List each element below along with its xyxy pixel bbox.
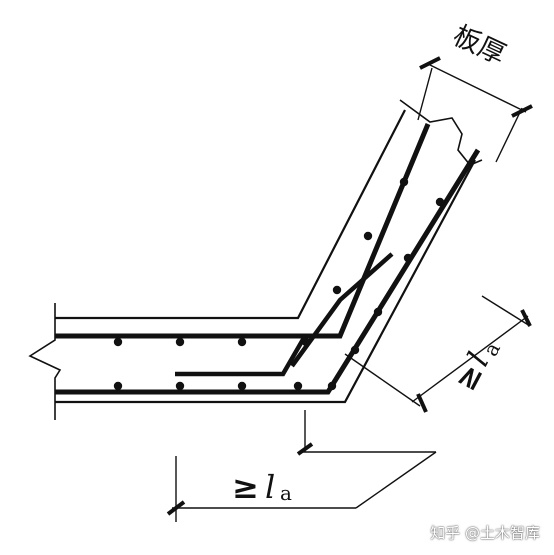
watermark: 知乎 @土木智库	[430, 524, 540, 542]
slab-bottom-face	[55, 159, 476, 404]
bar-dot	[293, 381, 303, 391]
bar-dot	[332, 285, 342, 295]
la-label-inclined: ≥ l a	[448, 338, 505, 396]
distribution-bars	[113, 177, 445, 391]
la-dimension-inclined	[344, 295, 532, 413]
bar-dot	[350, 345, 360, 355]
la-dimension-horizontal	[166, 410, 437, 522]
bar-dot	[399, 177, 409, 187]
additional-bar-horizontal	[175, 334, 307, 377]
ge-symbol: ≥	[232, 468, 259, 506]
bar-dot	[113, 337, 123, 347]
l-symbol: l	[265, 468, 275, 506]
bar-dot	[373, 307, 383, 317]
bar-dot	[175, 381, 185, 391]
top-break-line	[399, 99, 483, 166]
bar-dot	[327, 381, 337, 391]
bar-dot	[237, 337, 247, 347]
left-break-line	[28, 303, 62, 420]
bar-dot	[237, 381, 247, 391]
bar-dot	[113, 381, 123, 391]
slab-top-face	[55, 109, 406, 320]
bar-dot	[363, 231, 373, 241]
bar-dot	[175, 337, 185, 347]
thickness-dimension	[417, 56, 533, 163]
bar-dot	[301, 337, 311, 347]
bottom-main-bar	[55, 148, 481, 395]
la-label-horizontal: ≥ l a	[232, 468, 292, 506]
thickness-label: 板厚	[448, 20, 510, 71]
bar-dot	[435, 197, 445, 207]
top-main-bar	[55, 123, 431, 339]
a-subscript: a	[280, 481, 292, 505]
bar-dot	[403, 253, 413, 263]
